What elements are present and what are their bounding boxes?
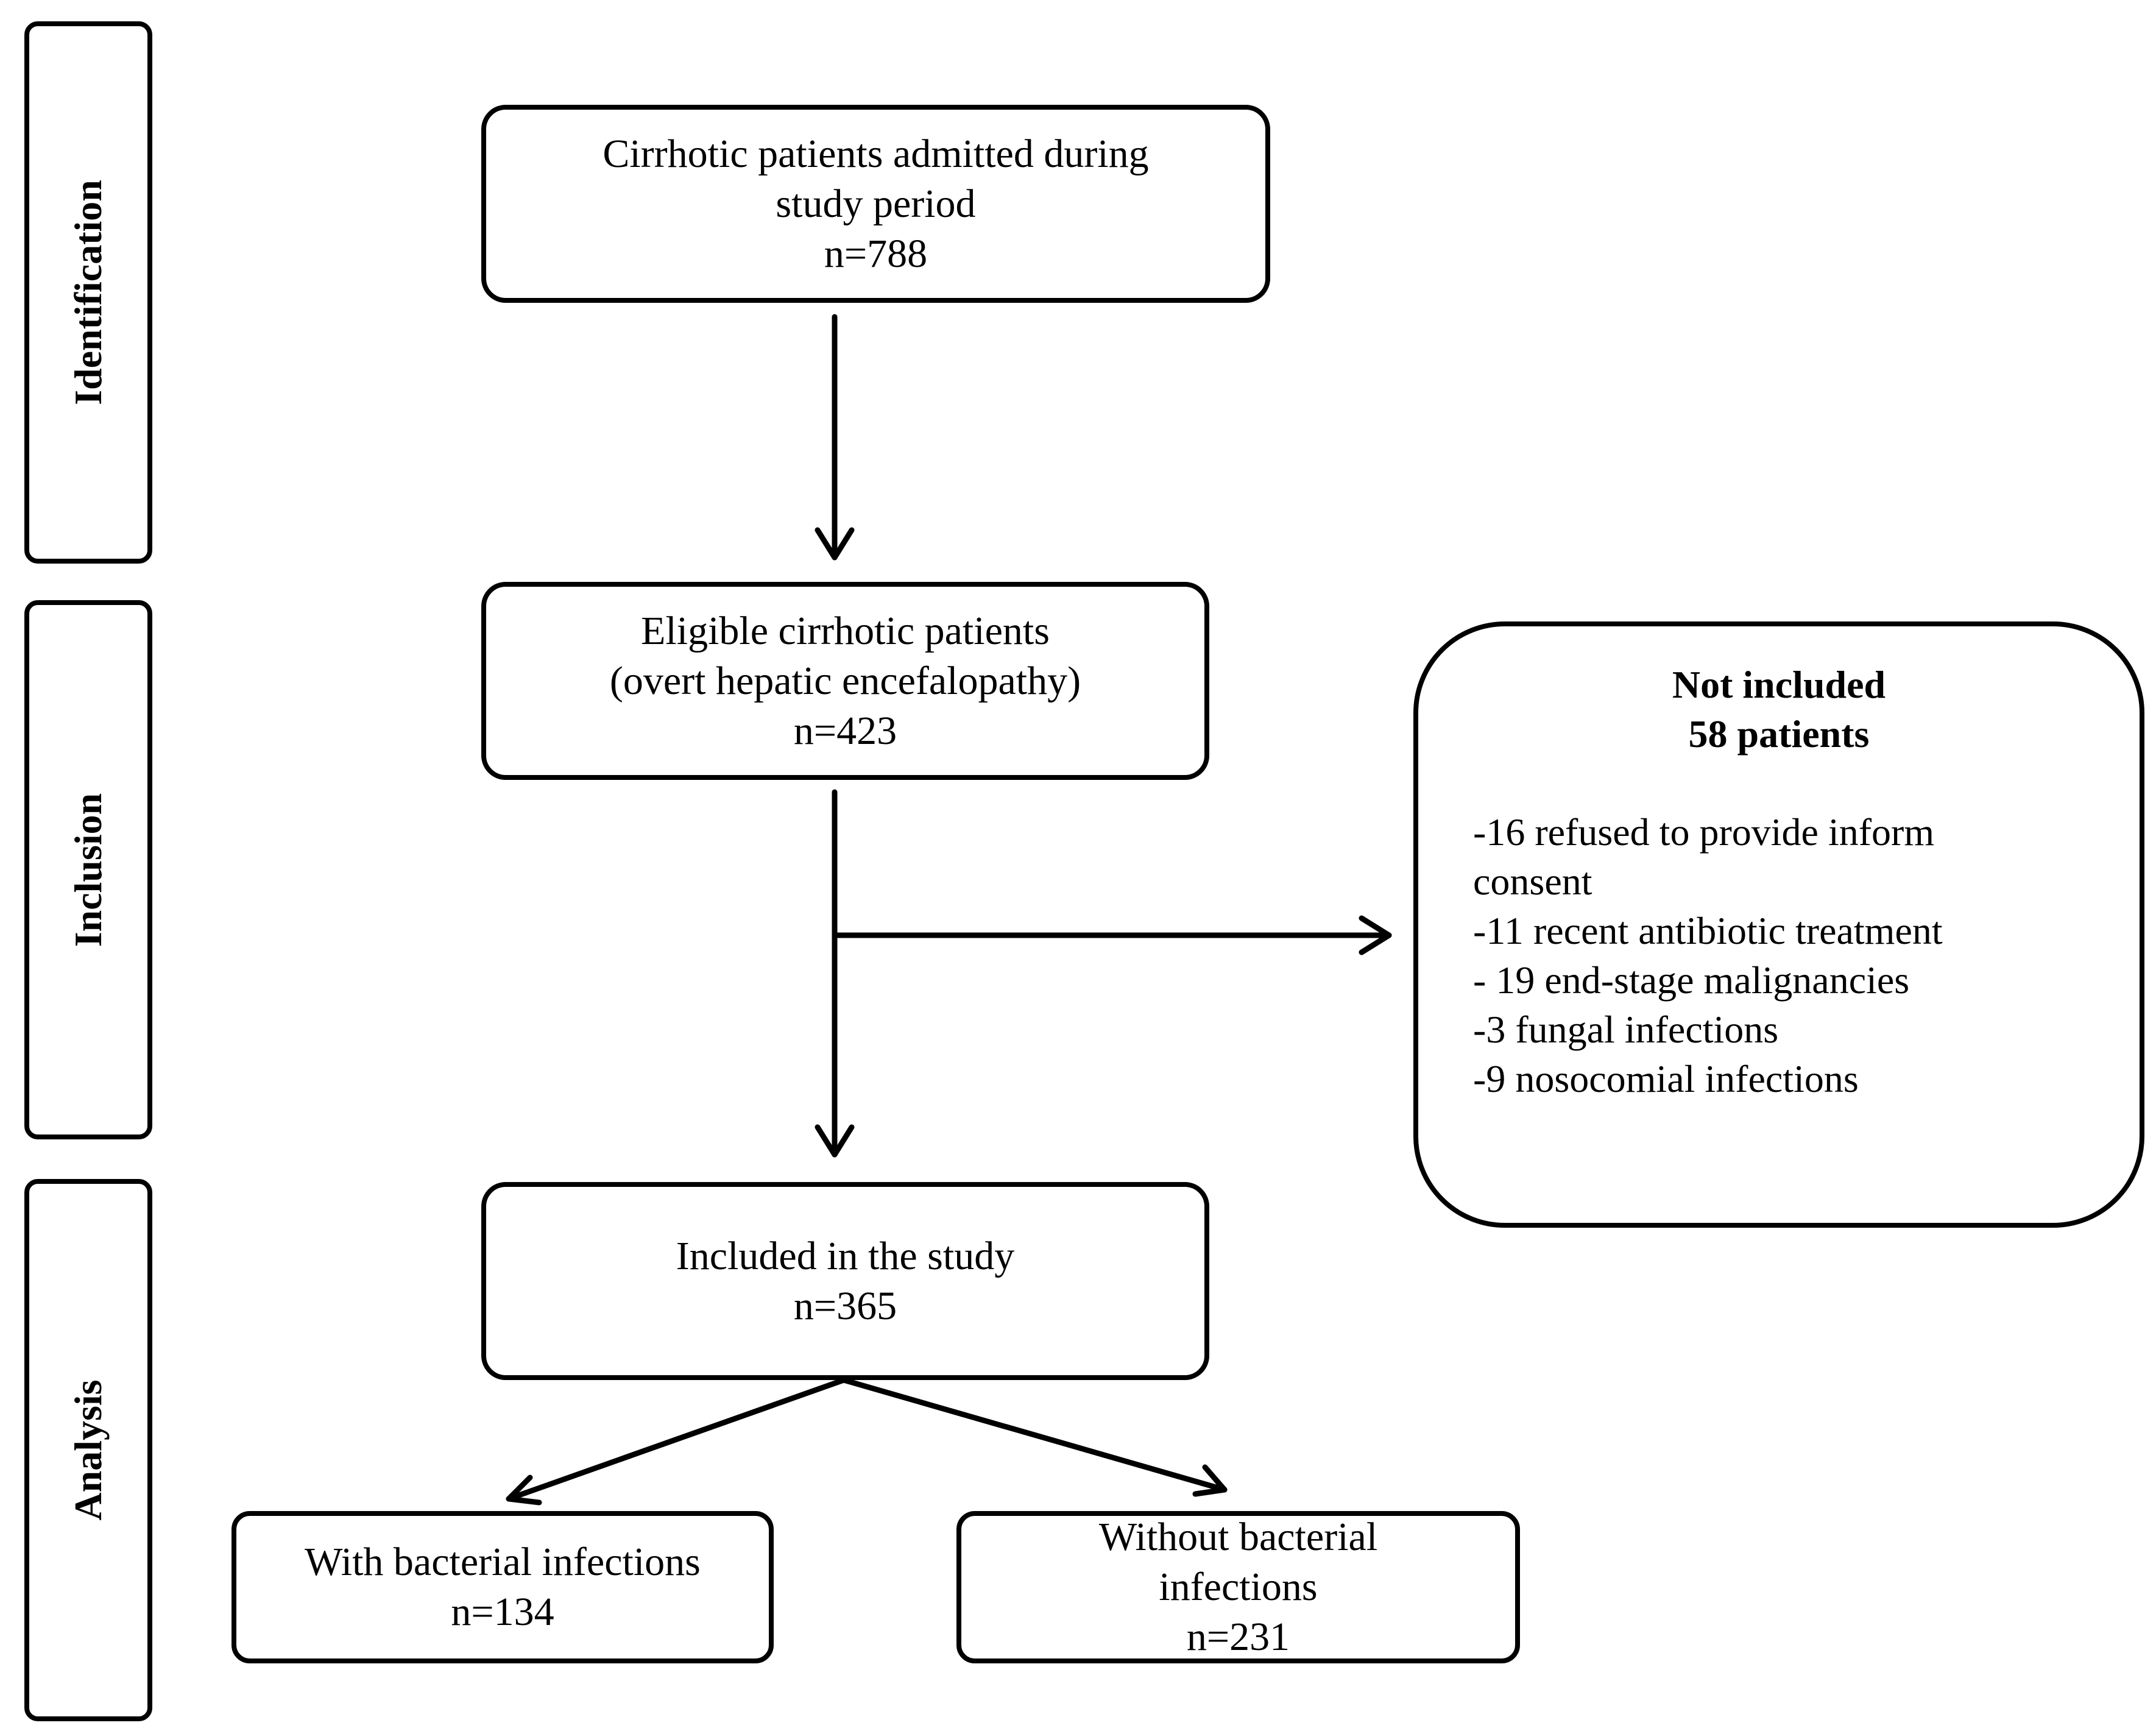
with-infections-line1: With bacterial infections (305, 1540, 701, 1584)
arrow-to-with-infections (506, 1377, 847, 1502)
stage-analysis: Analysis (24, 1179, 152, 1721)
box-included: Included in the study n=365 (481, 1182, 1209, 1380)
stage-identification: Identification (24, 21, 152, 564)
box-without-infections: Without bacterial infections n=231 (956, 1511, 1520, 1663)
arrow-to-without-infections (841, 1377, 1228, 1493)
arrowhead-without-infections (1192, 1464, 1228, 1497)
without-infections-line2: infections (1159, 1565, 1318, 1609)
not-included-title: Not included (1672, 663, 1886, 706)
arrowhead-with-infections (506, 1474, 542, 1506)
admitted-line1: Cirrhotic patients admitted during (603, 131, 1149, 176)
eligible-line1: Eligible cirrhotic patients (641, 608, 1050, 653)
box-eligible: Eligible cirrhotic patients (overt hepat… (481, 582, 1209, 780)
not-included-header: Not included 58 patients (1418, 660, 2140, 759)
stage-inclusion: Inclusion (24, 600, 152, 1139)
eligible-line2: (overt hepatic encefalopathy) (609, 658, 1081, 703)
box-admitted: Cirrhotic patients admitted during study… (481, 105, 1270, 303)
arrowhead-eligible (815, 527, 855, 561)
with-infections-count: n=134 (451, 1590, 554, 1634)
arrowhead-not-included (1359, 915, 1392, 955)
admitted-count: n=788 (824, 231, 928, 276)
arrowhead-included (815, 1124, 855, 1158)
reason-item: -9 nosocomial infections (1473, 1057, 1859, 1100)
reason-item: - 19 end-stage malignancies (1473, 958, 1910, 1002)
eligible-count: n=423 (793, 708, 897, 753)
box-not-included: Not included 58 patients -16 refused to … (1413, 621, 2144, 1228)
not-included-subtitle: 58 patients (1688, 712, 1870, 756)
reason-item: consent (1473, 860, 1592, 903)
not-included-reasons: -16 refused to provide inform consent -1… (1473, 807, 2140, 1103)
included-count: n=365 (793, 1283, 897, 1328)
without-infections-count: n=231 (1186, 1615, 1290, 1659)
without-infections-line1: Without bacterial (1098, 1515, 1378, 1559)
box-with-infections: With bacterial infections n=134 (232, 1511, 774, 1663)
reason-item: -3 fungal infections (1473, 1008, 1779, 1051)
reason-item: -16 refused to provide inform (1473, 810, 1935, 854)
admitted-line2: study period (776, 181, 976, 226)
reason-item: -11 recent antibiotic treatment (1473, 909, 1943, 952)
included-line1: Included in the study (676, 1233, 1015, 1278)
